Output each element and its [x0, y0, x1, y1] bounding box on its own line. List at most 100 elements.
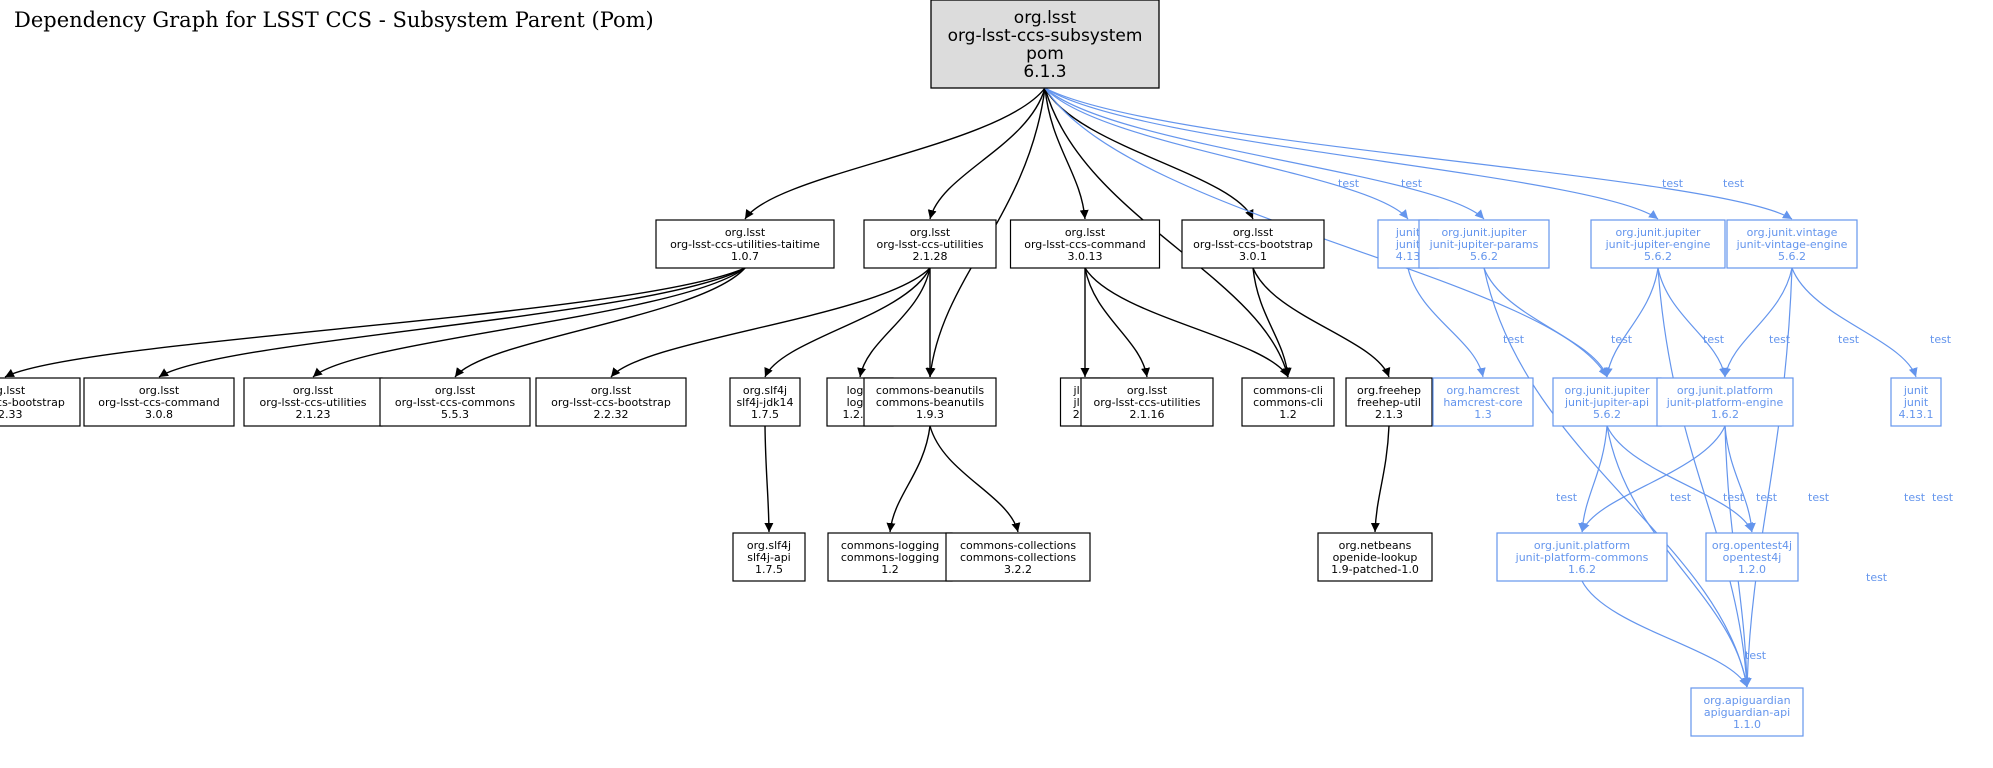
node-line-2: 5.6.2	[1470, 250, 1498, 263]
node-line-1: commons-collections	[960, 551, 1076, 564]
edge-root-to-junit413	[1044, 87, 1409, 220]
edge-util2128-to-log4j	[857, 267, 931, 378]
node-box	[243, 377, 383, 427]
edge-root-to-utaitime	[744, 87, 1046, 220]
node-line-2: 4.13	[1396, 250, 1421, 263]
edge-root-to-cli	[1044, 87, 1291, 378]
node-line-1: junit-platform-engine	[1666, 396, 1784, 409]
node-line-1: slf4j-jdk14	[736, 396, 793, 409]
node-line-1: org-lsst-ccs-command	[1024, 238, 1146, 251]
node-line-2: 3.2.2	[1004, 563, 1032, 576]
node-line-2: 1.7.5	[751, 408, 779, 421]
node-line-2: 1.7.5	[755, 563, 783, 576]
node-line-2: 1.0.7	[731, 250, 759, 263]
node-line-0: org.junit.vintage	[1747, 226, 1838, 239]
node-line-2: 1.2.0	[1738, 563, 1766, 576]
node-line-0: org.junit.jupiter	[1441, 226, 1527, 239]
edge-root-to-boot301	[1044, 87, 1254, 220]
node-line-0: org.lsst	[1065, 226, 1106, 239]
node-junit-vintage-engine-5-6-2[interactable]: org.junit.vintagejunit-vintage-engine5.6…	[1726, 219, 1858, 269]
node-line-0: org.lsst	[0, 384, 26, 397]
node-box	[1009, 219, 1161, 269]
node-line-0: org.lsst	[435, 384, 476, 397]
node-junit-platform-engine-1-6-2[interactable]: org.junit.platformjunit-platform-engine1…	[1656, 377, 1794, 427]
node-box	[945, 532, 1091, 582]
edge-jparams-to-japi	[1483, 267, 1609, 378]
edge-label-root-to-junit413: test	[1338, 177, 1360, 190]
node-line-0: junit	[1903, 384, 1929, 397]
node-box	[732, 532, 806, 582]
node-line-0: commons-cli	[1253, 384, 1323, 397]
edge-utaitime-to-commons553	[454, 267, 746, 378]
edge-label-japi-to-opentest: test	[1723, 491, 1745, 504]
node-line-2: 5.5.3	[441, 408, 469, 421]
node-line-2: 2.1.3	[1375, 408, 1403, 421]
node-line-1: junit-jupiter-params	[1429, 238, 1539, 251]
nodes-layer: org.lsstorg-lsst-ccs-subsystempom6.1.3or…	[0, 0, 1942, 737]
node-line-1: org-lsst-ccs-subsystem	[948, 26, 1143, 46]
node-line-1: org-lsst-ccs-utilities	[877, 238, 984, 251]
node-box	[1690, 687, 1804, 737]
node-line-1: junit-platform-commons	[1515, 551, 1649, 564]
edge-label-jengine-to-apiguardian: test	[1904, 491, 1926, 504]
node-line-1: openide-lookup	[1333, 551, 1418, 564]
node-commons-collections-3-2-2[interactable]: commons-collectionscommons-collections3.…	[945, 532, 1091, 582]
node-junit-jupiter-engine-5-6-2[interactable]: org.junit.jupiterjunit-jupiter-engine5.6…	[1590, 219, 1726, 269]
edge-japi-to-opentest	[1606, 425, 1753, 533]
node-line-1: org-lsst-ccs-command	[98, 396, 220, 409]
node-line-2: 1.9-patched-1.0	[1331, 563, 1419, 576]
node-line-1: junit-jupiter-api	[1564, 396, 1649, 409]
edge-slf4jjdk-to-slf4japi	[764, 425, 774, 533]
edge-label-root-to-jparams: test	[1401, 177, 1423, 190]
graph-title: Dependency Graph for LSST CCS - Subsyste…	[14, 8, 654, 32]
node-line-1: freehep-util	[1357, 396, 1421, 409]
edge-util2128-to-boot2232	[610, 267, 931, 378]
node-box	[1080, 377, 1214, 427]
node-openide-lookup-1-9-patched-1-0[interactable]: org.netbeansopenide-lookup1.9-patched-1.…	[1317, 532, 1433, 582]
node-line-2: 3.0.1	[1239, 250, 1267, 263]
node-line-0: org.lsst	[293, 384, 334, 397]
node-line-2: 1.2	[1279, 408, 1297, 421]
node-line-2: 5.6.2	[1593, 408, 1621, 421]
node-line-0: junit	[1395, 226, 1421, 239]
edge-label-japi-to-pcommons: test	[1670, 491, 1692, 504]
edge-utaitime-to-cmd308	[158, 267, 746, 378]
node-junit-platform-commons-1-6-2[interactable]: org.junit.platformjunit-platform-commons…	[1496, 532, 1668, 582]
edge-root-to-cmd3013	[1044, 87, 1089, 220]
node-junit-jupiter-params-5-6-2[interactable]: org.junit.jupiterjunit-jupiter-params5.6…	[1418, 219, 1550, 269]
node-line-0: org.junit.jupiter	[1564, 384, 1650, 397]
edge-label-jengine-to-pengine: test	[1769, 333, 1791, 346]
node-org-lsst-ccs-utilities-taitime-1-0-7[interactable]: org.lsstorg-lsst-ccs-utilities-taitime1.…	[655, 219, 835, 269]
node-line-0: commons-collections	[960, 539, 1076, 552]
node-line-0: org.junit.platform	[1534, 539, 1630, 552]
edge-vengine-to-apiguardian	[1742, 267, 1793, 688]
node-line-1: org-lsst-ccs-commons	[395, 396, 516, 409]
node-box	[1345, 377, 1433, 427]
node-line-2: pom	[1026, 44, 1064, 64]
node-box	[1496, 532, 1668, 582]
edge-boot301-to-freehep	[1252, 267, 1391, 378]
edge-cmd3013-to-util2116	[1084, 267, 1150, 378]
